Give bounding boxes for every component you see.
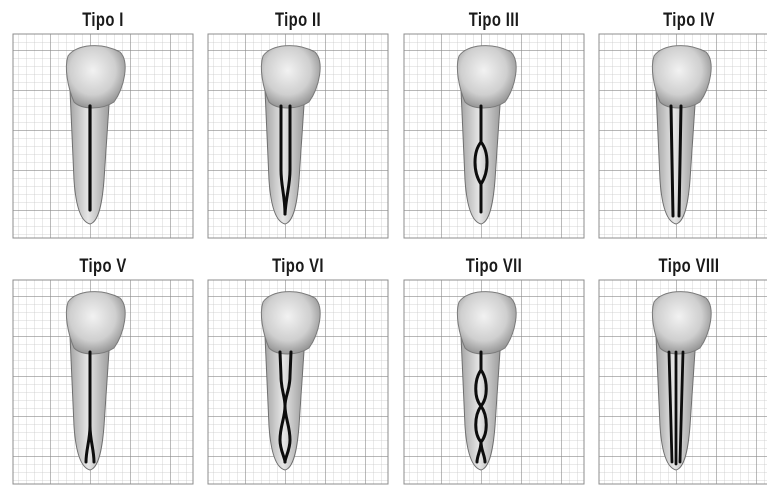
tooth-crown — [652, 46, 711, 108]
panel-tipo-7: Tipo VII — [401, 256, 587, 488]
panel-tipo-1: Tipo I — [10, 10, 196, 242]
panel-tipo-4: Tipo IV — [596, 10, 767, 242]
panel-tipo-8: Tipo VIII — [596, 256, 767, 488]
tooth-figure — [596, 10, 767, 242]
tooth-figure — [10, 10, 196, 242]
panel-tipo-3: Tipo III — [401, 10, 587, 242]
tooth-figure — [401, 256, 587, 488]
tooth-crown — [652, 292, 711, 354]
tooth-figure — [205, 256, 391, 488]
tooth-crown — [66, 46, 125, 108]
tooth-crown — [66, 292, 125, 354]
panel-tipo-5: Tipo V — [10, 256, 196, 488]
root-canal-left — [671, 106, 673, 216]
tooth-figure — [205, 10, 391, 242]
tooth-crown — [261, 292, 320, 354]
panel-tipo-6: Tipo VI — [205, 256, 391, 488]
tooth-figure — [10, 256, 196, 488]
tooth-figure — [401, 10, 587, 242]
root-canal-right — [679, 106, 681, 216]
panel-tipo-2: Tipo II — [205, 10, 391, 242]
tooth-figure — [596, 256, 767, 488]
tooth-crown — [261, 46, 320, 108]
tooth-crown — [457, 292, 516, 354]
tooth-crown — [457, 46, 516, 108]
root-canal-configuration-diagram: Tipo I Tipo II Tipo III Tipo IV — [0, 0, 767, 476]
